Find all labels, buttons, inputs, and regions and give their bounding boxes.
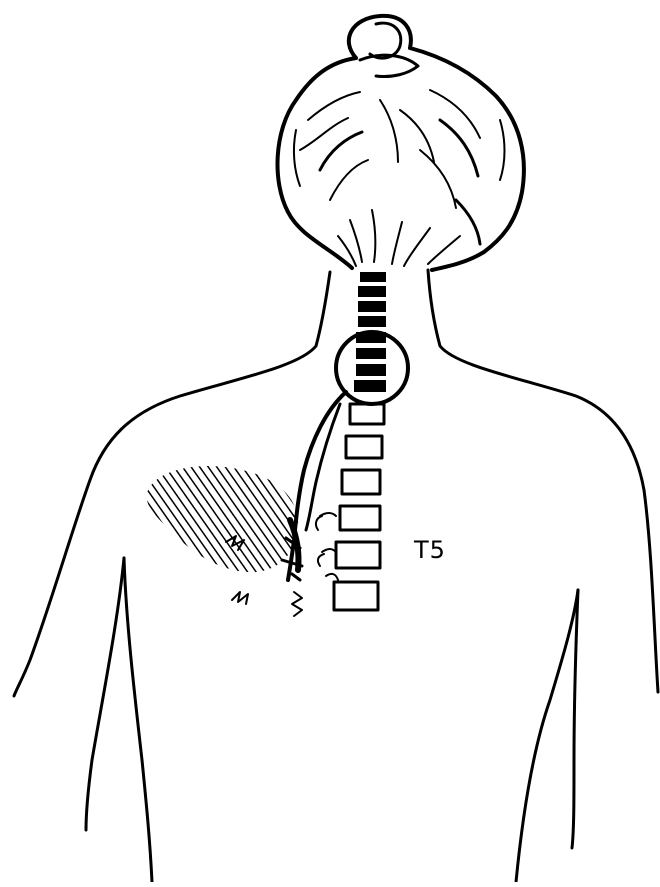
hair-strands [294,90,505,266]
vertebra-c1 [360,272,386,282]
vertebra-t1 [354,380,386,392]
vertebra-c6 [356,348,386,359]
vertebra-t4 [342,470,380,494]
vertebra-c2 [358,286,386,297]
vertebra-t5 [336,542,380,568]
vertebra-t2 [350,404,384,424]
vertebra-c4 [358,316,386,327]
vertebra-t5a [340,506,380,530]
thoracic-vertebrae [334,404,384,610]
head-outline [278,16,524,270]
vertebra-label-t5: T5 [414,538,446,562]
vertebra-c3 [358,301,386,312]
vertebra-t6 [334,582,378,610]
vertebra-t3 [346,436,382,458]
vertebra-c7 [356,364,386,376]
referred-pain-area [147,466,298,572]
